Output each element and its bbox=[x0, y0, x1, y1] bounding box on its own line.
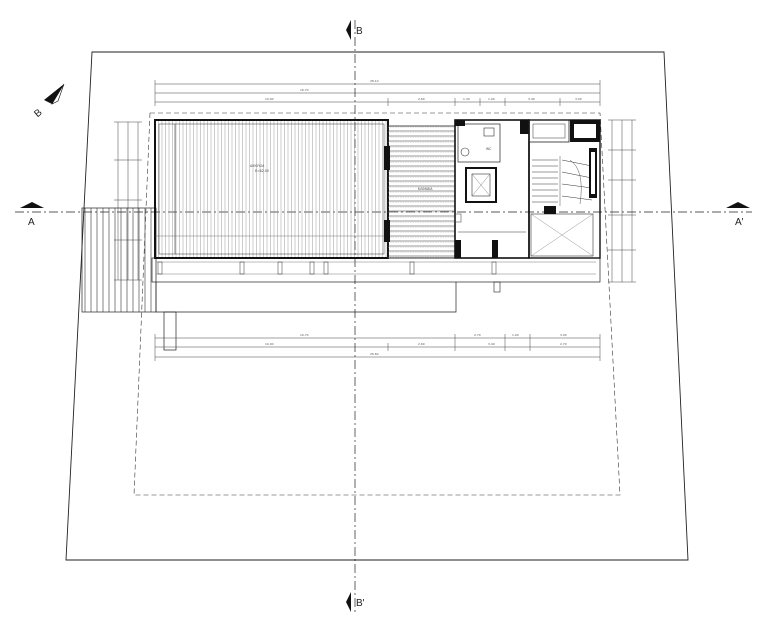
room-label-stair: ΚΛΙΜΑΚΑ bbox=[418, 187, 433, 191]
dim-top-d: 1.00 bbox=[488, 97, 495, 101]
dim-bottom-h: 2.70 bbox=[560, 342, 567, 346]
dim-bottom-g: 3.40 bbox=[488, 342, 495, 346]
dim-top-total: 28.10 bbox=[370, 79, 379, 83]
dim-bottom-total: 26.60 bbox=[370, 352, 379, 356]
room-area-living: E=82.50 bbox=[255, 169, 269, 173]
service-core: WC bbox=[454, 119, 530, 259]
dim-top-c: 1.30 bbox=[463, 97, 470, 101]
plot-boundary bbox=[65, 51, 689, 561]
right-dimensions bbox=[608, 119, 636, 283]
room-label-living: ΑΙΘΟΥΣΑ bbox=[250, 164, 265, 168]
dim-top-a: 10.00 bbox=[265, 97, 274, 101]
top-dimensions bbox=[154, 80, 601, 106]
terrace bbox=[151, 257, 601, 283]
column-right bbox=[493, 281, 501, 293]
section-marker-b: B bbox=[346, 20, 363, 40]
dim-bottom-a: 10.70 bbox=[300, 333, 309, 337]
dim-bottom-f: 2.60 bbox=[418, 342, 425, 346]
section-marker-a: A bbox=[20, 202, 44, 228]
stair-block: ΚΛΙΜΑΚΑ bbox=[384, 125, 456, 259]
svg-text:A': A' bbox=[735, 217, 744, 228]
bottom-dimensions bbox=[154, 334, 601, 361]
north-arrow-icon: B bbox=[32, 83, 65, 120]
section-marker-b-prime: B' bbox=[346, 592, 365, 612]
staircase-right bbox=[528, 119, 601, 259]
dim-top-e: 3.40 bbox=[528, 97, 535, 101]
dim-bottom-d: 3.00 bbox=[560, 333, 567, 337]
living-room: ΑΙΘΟΥΣΑ E=82.50 bbox=[154, 119, 389, 259]
deck-left bbox=[81, 207, 157, 313]
setback-line bbox=[133, 112, 621, 496]
lower-slab bbox=[155, 282, 457, 313]
column-lower bbox=[163, 311, 177, 351]
dim-bottom-b: 2.70 bbox=[474, 333, 481, 337]
room-label-wc: WC bbox=[486, 147, 492, 151]
svg-text:B': B' bbox=[356, 598, 365, 609]
svg-text:B: B bbox=[356, 26, 363, 37]
terrace-posts bbox=[157, 261, 497, 275]
dim-top-f: 3.00 bbox=[575, 97, 582, 101]
svg-text:A: A bbox=[28, 217, 35, 228]
section-marker-a-prime: A' bbox=[726, 202, 750, 228]
dim-bottom-e: 10.00 bbox=[265, 342, 274, 346]
dim-top-b: 2.60 bbox=[418, 97, 425, 101]
dim-bottom-c: 1.00 bbox=[512, 333, 519, 337]
dim-top-mid: 16.70 bbox=[300, 88, 309, 92]
svg-text:B: B bbox=[32, 107, 44, 120]
